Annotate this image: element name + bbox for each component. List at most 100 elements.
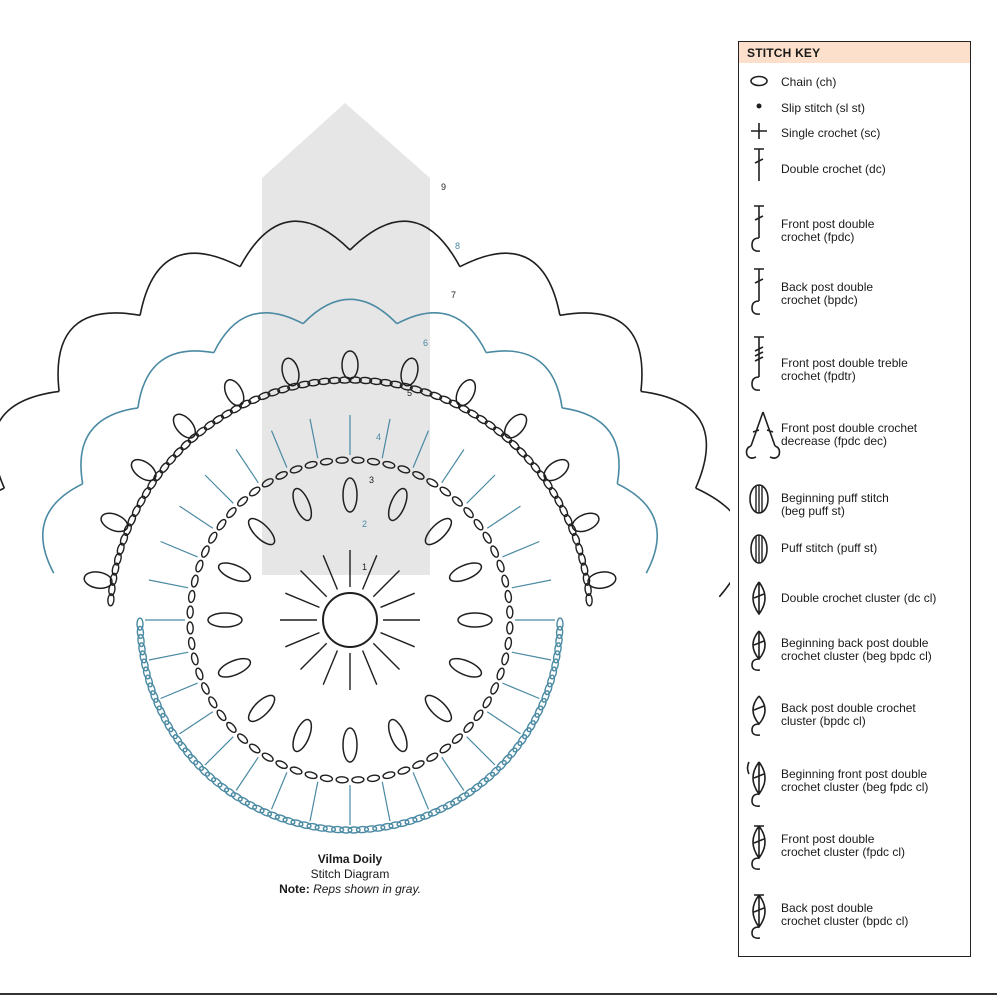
chain-stitch — [307, 378, 321, 387]
chain-stitch — [380, 822, 394, 831]
chain-stitch — [275, 760, 288, 770]
chain-stitch — [517, 734, 528, 747]
chain-stitch — [248, 395, 261, 405]
chain-stitch — [200, 545, 210, 558]
chain-stitch — [327, 376, 342, 385]
chain-stitch — [552, 650, 561, 664]
chain-stitch — [501, 574, 510, 588]
chain-stitch — [216, 709, 227, 722]
chain-stitch — [216, 518, 227, 531]
chain-stitch — [585, 593, 593, 607]
blue-spoke — [502, 540, 540, 558]
outer-scallop — [0, 487, 5, 492]
chain-stitch — [127, 513, 137, 527]
chain-stitch — [136, 625, 145, 640]
chain-stitch — [168, 727, 178, 740]
round-number: 3 — [369, 475, 374, 485]
blue-scallop — [302, 298, 398, 325]
stitch-key-item: Front post double crochet decrease (fpdc… — [739, 410, 970, 460]
chain-stitch — [282, 816, 296, 826]
chain-icon — [745, 72, 781, 90]
chain-stitch — [195, 559, 204, 573]
dc-spoke — [285, 631, 320, 648]
blue-scallop — [486, 350, 563, 409]
outer-scallop — [695, 487, 730, 598]
blue-spoke — [486, 505, 521, 529]
chain-stitch — [223, 787, 236, 798]
round-number: 8 — [455, 241, 460, 251]
chain-stitch — [372, 824, 386, 832]
stitch-key-label: Single crochet (sc) — [781, 126, 881, 140]
blue-spoke — [235, 449, 259, 484]
chain-stitch — [338, 376, 352, 384]
chain-stitch — [182, 747, 193, 759]
chain-stitch — [508, 439, 520, 451]
chain-stitch — [516, 446, 528, 458]
blue-scallop — [396, 311, 487, 354]
chain-stitch — [584, 582, 592, 597]
chain-stitch — [490, 766, 501, 777]
dc-spoke — [285, 592, 320, 609]
chain-stitch — [467, 409, 480, 419]
dc-spoke — [322, 555, 339, 590]
chain-stitch — [275, 470, 288, 480]
blue-scallop — [561, 407, 620, 484]
chain-stitch — [150, 690, 159, 703]
chain-stitch — [140, 658, 149, 672]
chain-stitch — [457, 792, 470, 802]
chain-stitch — [512, 740, 523, 753]
stitch-key-item: Single crochet (sc) — [739, 122, 970, 140]
beg-bpdc-cluster-icon — [745, 629, 781, 673]
stitch-key-label: Chain (ch) — [781, 75, 837, 89]
blue-spoke — [148, 579, 189, 589]
chain-stitch — [314, 824, 328, 832]
chain-stitch — [111, 562, 120, 576]
chain-stitch — [248, 486, 261, 497]
stitch-key-label: Back post double crochet (bpdc) — [781, 280, 874, 307]
puff-stitch-icon — [745, 534, 781, 568]
chain-stitch — [379, 378, 393, 387]
chain-stitch — [297, 380, 311, 389]
dc-spoke — [372, 642, 400, 670]
stitch-key-item: Back post double crochet cluster (bpdc c… — [739, 694, 970, 738]
chain-stitch — [470, 782, 483, 793]
puff-stitch — [130, 458, 157, 482]
chain-stitch — [448, 399, 462, 409]
cluster-stitch — [247, 517, 276, 546]
chain-stitch — [382, 460, 396, 469]
blue-spoke — [502, 682, 540, 700]
chain-stitch — [551, 658, 560, 672]
stitch-key-label: Front post double crochet (fpdc) — [781, 217, 875, 244]
cluster-stitch — [387, 487, 408, 522]
chain-stitch — [496, 559, 505, 573]
round-number: 6 — [423, 338, 428, 348]
stitch-key-label: Front post double treble crochet (fpdtr) — [781, 356, 908, 383]
outer-scallop — [57, 312, 141, 392]
dc-spoke — [380, 631, 415, 648]
chain-stitch — [542, 478, 553, 491]
chain-stitch — [335, 456, 349, 464]
chain-stitch — [208, 531, 218, 544]
chain-stitch — [200, 682, 210, 695]
blue-spoke — [466, 736, 496, 766]
stitch-key-item: Puff stitch (puff st) — [739, 534, 970, 568]
cluster-stitch — [448, 657, 483, 678]
cluster-stitch — [387, 718, 408, 753]
blue-scallop — [137, 350, 214, 409]
chain-stitch — [289, 766, 303, 775]
chain-stitch — [496, 760, 507, 771]
stitch-key-item: Double crochet cluster (dc cl) — [739, 580, 970, 620]
chain-stitch — [195, 426, 208, 437]
chain-stitch — [530, 712, 540, 726]
chain-stitch — [319, 457, 334, 466]
chain-stitch — [177, 740, 188, 753]
blue-spoke — [179, 711, 214, 735]
stitch-key-label: Front post double crochet decrease (fpdc… — [781, 421, 918, 448]
chain-stitch — [190, 652, 199, 666]
chain-stitch — [496, 667, 505, 681]
bpdc-cluster-icon — [745, 694, 781, 738]
dc-spoke — [322, 650, 339, 685]
chain-stitch — [261, 478, 274, 488]
chain-stitch — [451, 496, 463, 507]
round-number: 2 — [362, 519, 367, 529]
